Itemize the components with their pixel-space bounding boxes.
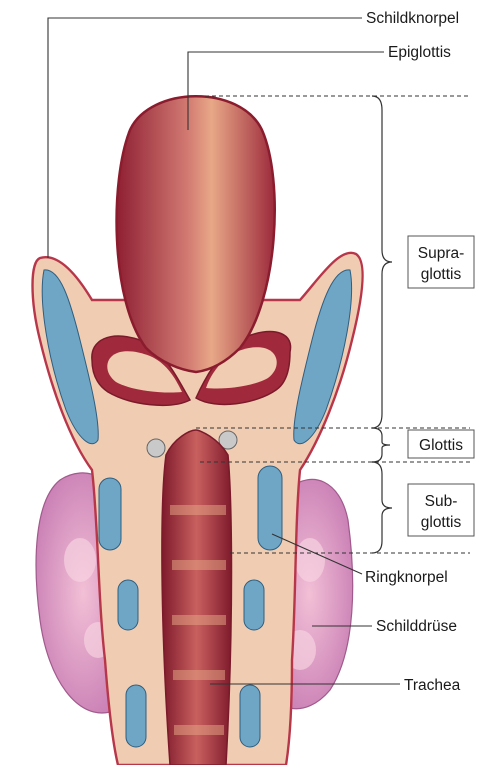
label-trachea: Trachea — [404, 677, 461, 694]
label-epiglottis: Epiglottis — [388, 44, 451, 61]
label-schilddruese: Schilddrüse — [376, 618, 457, 635]
region-braces — [372, 96, 392, 553]
glottis-label: Glottis — [419, 437, 463, 454]
supraglottis-label-line1: Supra- — [418, 245, 465, 262]
glottis-box: Glottis — [408, 430, 474, 458]
trachea-lumen — [162, 430, 232, 765]
epiglottis-structure — [117, 96, 275, 372]
supraglottis-box: Supra- glottis — [408, 236, 474, 288]
subglottis-label-line1: Sub- — [425, 493, 458, 510]
supraglottis-label-line2: glottis — [421, 266, 462, 283]
subglottis-label-line2: glottis — [421, 514, 462, 531]
subglottis-box: Sub- glottis — [408, 484, 474, 536]
label-ringknorpel: Ringknorpel — [365, 569, 448, 586]
label-schildknorpel: Schildknorpel — [366, 10, 459, 27]
